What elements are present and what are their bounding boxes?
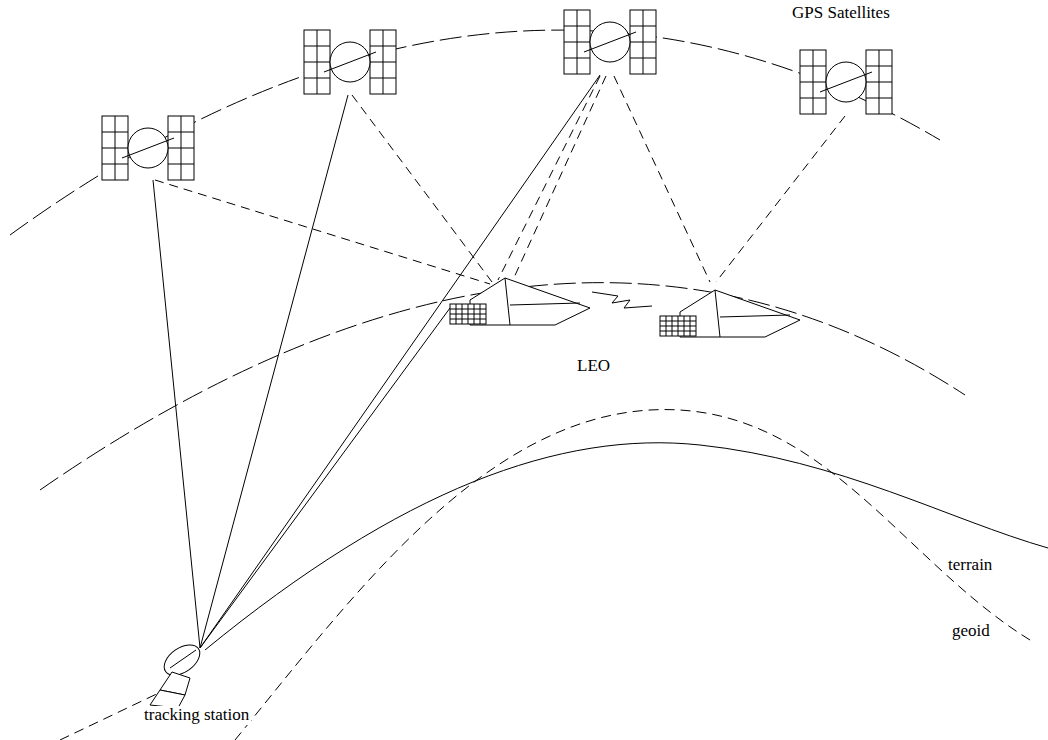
label: LEO bbox=[575, 357, 612, 376]
signal-line bbox=[200, 75, 600, 648]
signal-line bbox=[614, 76, 710, 282]
gps-orbit bbox=[10, 30, 940, 235]
signal-line bbox=[512, 76, 606, 282]
leo-satellite bbox=[660, 290, 800, 337]
signal-line bbox=[155, 180, 490, 284]
label: geoid bbox=[950, 622, 992, 641]
signal-line bbox=[200, 308, 450, 648]
gps-satellite bbox=[800, 50, 892, 114]
gps-satellite bbox=[564, 10, 656, 74]
geoid-curve bbox=[235, 410, 1030, 740]
tracking-station-symbol bbox=[150, 639, 205, 708]
gps-satellite bbox=[102, 116, 194, 180]
terrain-curve bbox=[205, 443, 1048, 650]
label: terrain bbox=[946, 556, 994, 575]
signal-line bbox=[200, 95, 348, 648]
label: tracking station bbox=[142, 706, 251, 725]
gps-satellite bbox=[304, 30, 396, 94]
signal-line bbox=[498, 76, 600, 280]
signal-line bbox=[153, 180, 200, 648]
signal-line bbox=[716, 116, 845, 282]
signal-line bbox=[352, 95, 492, 282]
label: GPS Satellites bbox=[790, 4, 892, 23]
inter-satellite-link bbox=[592, 292, 652, 308]
leo-satellite bbox=[450, 278, 590, 325]
